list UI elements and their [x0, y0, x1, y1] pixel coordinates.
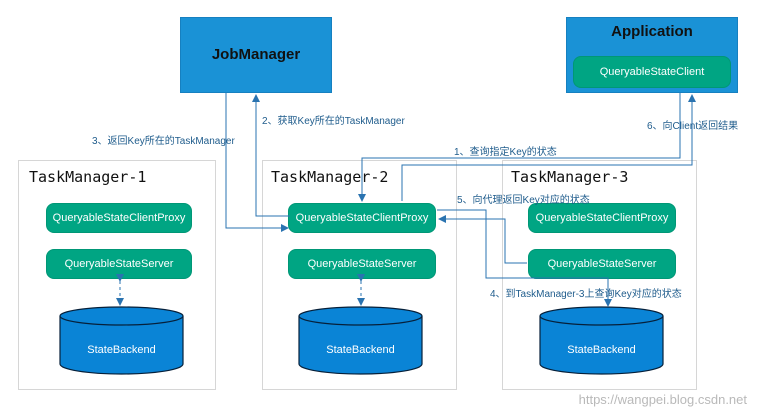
taskmanager-2-client-proxy: QueryableStateClientProxy	[288, 203, 436, 233]
cylinder-icon	[539, 306, 664, 375]
taskmanager-2-backend-label: StateBackend	[326, 344, 395, 356]
taskmanager-3-title: TaskManager-3	[511, 168, 629, 186]
arrow-step-4	[437, 209, 612, 307]
arrow-step-6	[401, 94, 696, 201]
taskmanager-3-client-proxy: QueryableStateClientProxy	[528, 203, 676, 233]
taskmanager-3-state-backend: StateBackend	[539, 306, 664, 376]
jobmanager-box: JobManager	[180, 17, 332, 93]
taskmanager-1-box: TaskManager-1 QueryableStateClientProxy …	[18, 160, 216, 390]
step-4-label: 4、到TaskManager-3上查询Key对应的状态	[490, 289, 682, 300]
taskmanager-2-title: TaskManager-2	[271, 168, 389, 186]
application-box: Application QueryableStateClient	[566, 17, 738, 93]
step-2-label: 2、获取Key所在的TaskManager	[262, 116, 405, 127]
arrow-step-2	[252, 94, 290, 217]
watermark: https://wangpei.blog.csdn.net	[578, 392, 747, 407]
arrow-step-3	[225, 93, 289, 232]
taskmanager-1-backend-label: StateBackend	[87, 344, 156, 356]
taskmanager-1-state-backend: StateBackend	[59, 306, 184, 376]
arrow-step-5	[438, 215, 527, 264]
queryable-state-client: QueryableStateClient	[573, 56, 731, 88]
step-3-label: 3、返回Key所在的TaskManager	[92, 136, 235, 147]
cylinder-icon	[298, 306, 423, 375]
application-title: Application	[611, 23, 693, 40]
arrow-step-1	[358, 93, 681, 202]
taskmanager-2-state-server: QueryableStateServer	[288, 249, 436, 279]
taskmanager-3-backend-label: StateBackend	[567, 344, 636, 356]
jobmanager-title: JobManager	[211, 46, 301, 63]
step-1-label: 1、查询指定Key的状态	[454, 147, 557, 158]
taskmanager-3-state-server: QueryableStateServer	[528, 249, 676, 279]
taskmanager-1-state-server: QueryableStateServer	[46, 249, 192, 279]
step-6-label: 6、向Client返回结果	[647, 121, 739, 132]
taskmanager-1-title: TaskManager-1	[29, 168, 147, 186]
taskmanager-2-state-backend: StateBackend	[298, 306, 423, 376]
cylinder-icon	[59, 306, 184, 375]
taskmanager-3-box: TaskManager-3 QueryableStateClientProxy …	[502, 160, 697, 390]
taskmanager-1-client-proxy: QueryableStateClientProxy	[46, 203, 192, 233]
step-5-label: 5、向代理返回Key对应的状态	[457, 195, 590, 206]
